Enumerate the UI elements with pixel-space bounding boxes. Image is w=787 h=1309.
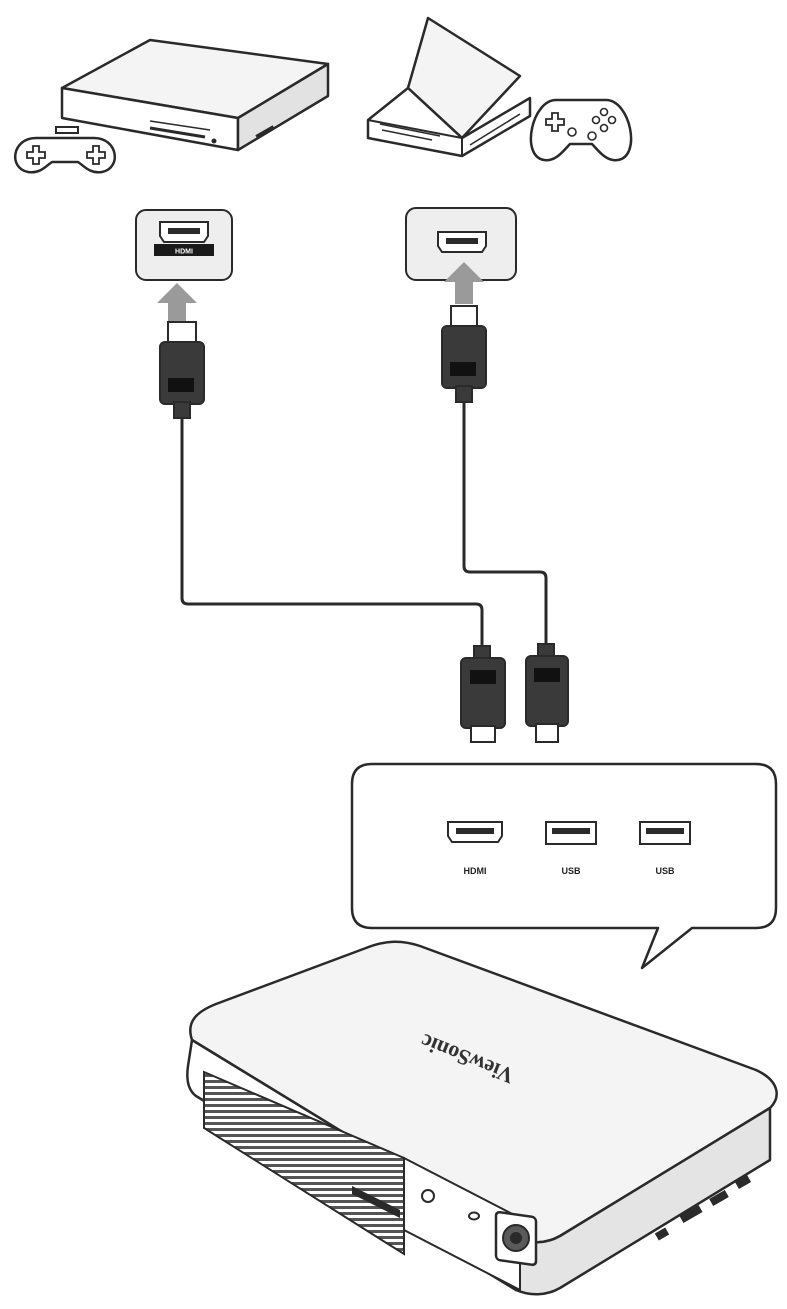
port-callout [350,762,778,970]
hdmi-cable [180,418,484,648]
port-label-usb-2: USB [655,866,675,876]
projector-usb-port [639,821,691,845]
hdmi-plug-icon [460,645,506,743]
projector-hdmi-port [447,821,503,843]
console-icon [60,38,330,152]
usb-plug-icon [525,643,569,743]
port-label-hdmi: HDMI [464,866,487,876]
projector-icon [186,940,778,1296]
projector-usb-port [545,821,597,845]
source-hdmi-port-console: HDMI [135,209,233,281]
hdmi-plug-icon [159,321,205,419]
gamepad-icon [529,98,633,162]
port-label-usb-1: USB [561,866,581,876]
gamepad-icon [13,126,117,174]
usb-cable [462,402,548,646]
laptop-icon [366,16,532,158]
hdmi-plug-icon [441,305,487,403]
arrow-up-icon [444,262,484,304]
arrow-up-icon [157,283,197,322]
source-hdmi-label: HDMI [175,249,193,256]
